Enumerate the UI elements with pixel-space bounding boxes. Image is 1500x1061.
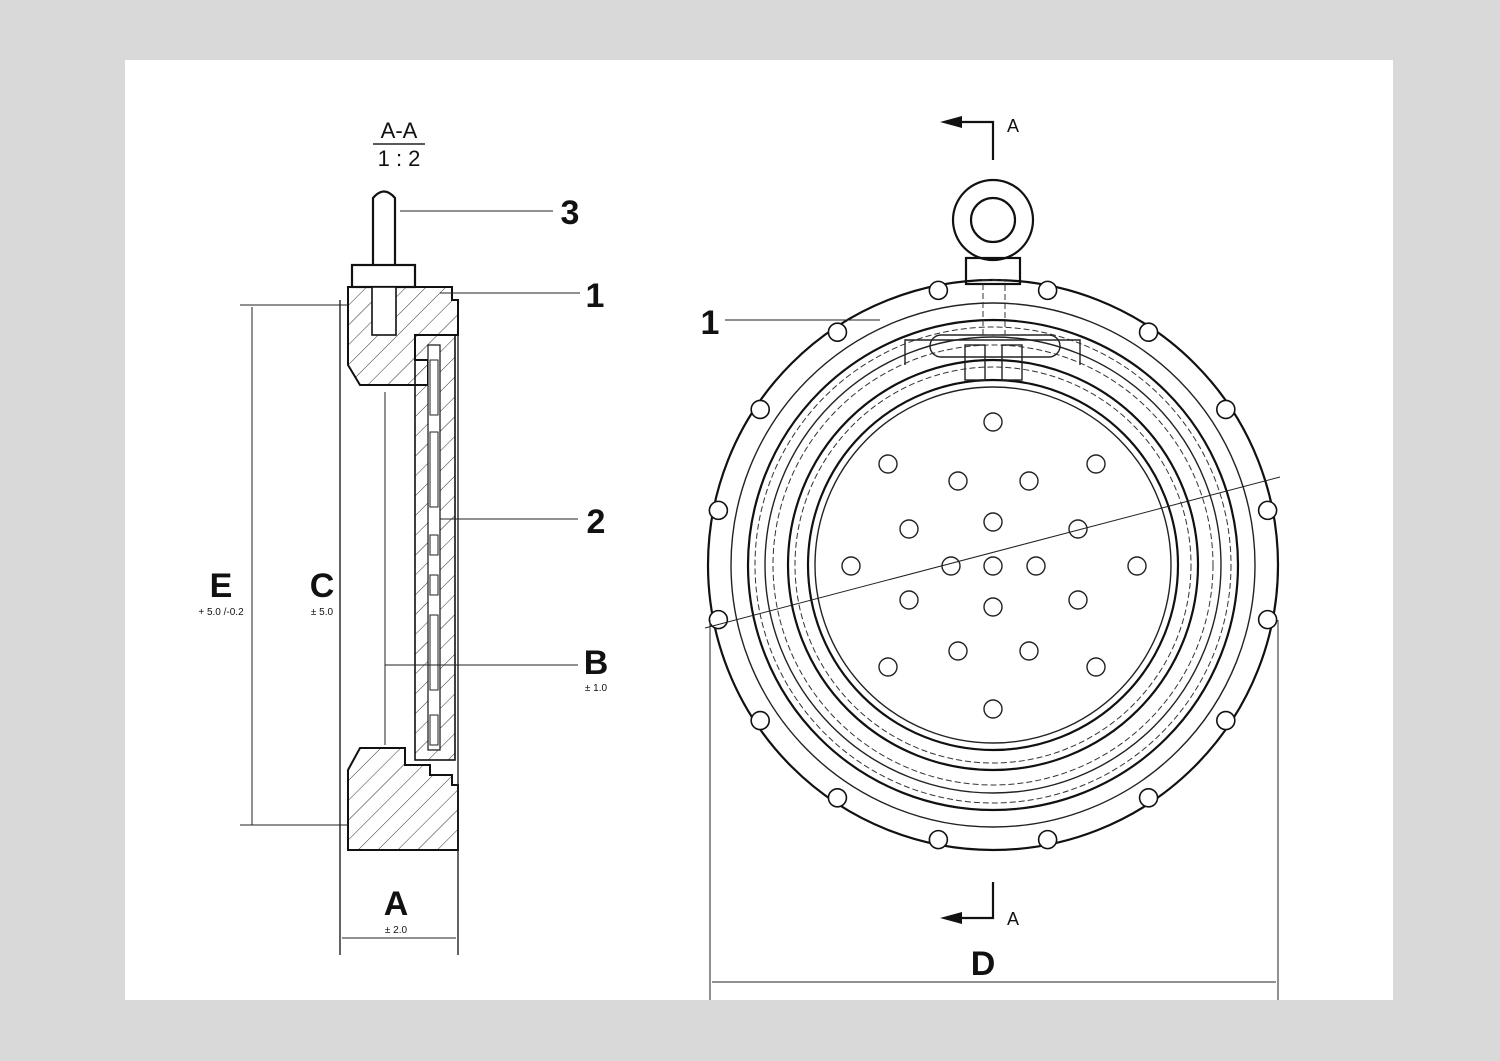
disc-hole	[1019, 641, 1039, 661]
disc-hole	[983, 556, 1003, 576]
disc-hole	[941, 556, 961, 576]
rim-notch	[1138, 322, 1159, 342]
disc-outline	[806, 378, 1180, 752]
disc-hole	[1019, 471, 1039, 491]
center-line	[704, 476, 1281, 629]
dimension-E-label: E	[210, 567, 233, 605]
dimension-C-tolerance: ± 5.0	[311, 607, 334, 618]
disc-hole	[983, 699, 1003, 719]
disc-hole	[878, 454, 898, 474]
rim-notch	[1257, 500, 1278, 521]
rim-notch	[708, 500, 729, 521]
front-callout-1: 1	[701, 304, 720, 342]
disc-hole	[1026, 556, 1046, 576]
rim-notch	[827, 788, 848, 808]
disc-slots	[429, 359, 439, 746]
rim-notch	[928, 829, 949, 850]
section-marker-top	[948, 120, 995, 160]
disc-hole	[948, 641, 968, 661]
rim-notch	[1138, 788, 1159, 808]
disc-hole	[1086, 454, 1106, 474]
section-title: A-A	[381, 118, 418, 143]
disc-holes	[841, 412, 1147, 719]
disc-hole	[1068, 590, 1088, 610]
body-bottom-section	[347, 747, 459, 851]
rim-notch	[1037, 829, 1058, 850]
dimension-A-label: A	[384, 885, 409, 923]
disc-hole	[1086, 657, 1106, 677]
rim-notch	[1216, 710, 1236, 731]
disc-hole	[983, 597, 1003, 617]
drawing-sheet	[125, 60, 1393, 1000]
callout-2: 2	[587, 503, 606, 541]
rim-notch	[928, 280, 949, 301]
callout-3: 3	[561, 194, 580, 232]
section-view: A-A 1 : 2 E + 5.0 /-0.2 C ± 5.0 B	[198, 118, 608, 955]
rim-notches	[708, 280, 1278, 850]
disc-core	[427, 344, 441, 751]
front-view: A A 1 D	[701, 116, 1281, 1000]
seat-ring	[746, 318, 1240, 812]
disc-hole	[1068, 519, 1088, 539]
section-marker-bottom	[948, 882, 995, 920]
dimension-E-tolerance: + 5.0 /-0.2	[198, 607, 244, 618]
callout-1: 1	[586, 277, 605, 315]
disc-hole	[878, 657, 898, 677]
dimension-D-label: D	[971, 945, 996, 983]
section-marker-top-label: A	[1007, 116, 1019, 136]
outer-rim	[706, 278, 1280, 852]
disc-hole	[983, 512, 1003, 532]
rim-notch	[827, 322, 848, 342]
hinge-block	[904, 339, 1081, 365]
rim-notch	[1257, 609, 1278, 630]
dimension-C-label: C	[310, 567, 335, 605]
pin	[371, 190, 397, 265]
pin-cap	[350, 263, 417, 289]
dimension-B-label: B	[584, 644, 609, 682]
rim-notch	[1216, 399, 1236, 420]
section-scale: 1 : 2	[378, 146, 421, 171]
rim-notch	[750, 710, 770, 731]
disc-hole	[948, 471, 968, 491]
rim-notch	[1037, 280, 1058, 301]
disc-hole	[1127, 556, 1147, 576]
pin-bore	[371, 286, 397, 336]
section-marker-bottom-label: A	[1007, 909, 1019, 929]
disc-hole	[841, 556, 861, 576]
disc-hole	[983, 412, 1003, 432]
dimension-A-tolerance: ± 2.0	[385, 925, 408, 936]
disc-hole	[899, 519, 919, 539]
rim-notch	[708, 609, 729, 630]
rim-notch	[750, 399, 770, 420]
eye-bolt	[951, 178, 1035, 286]
dimension-B-tolerance: ± 1.0	[585, 683, 608, 694]
disc-hole	[899, 590, 919, 610]
